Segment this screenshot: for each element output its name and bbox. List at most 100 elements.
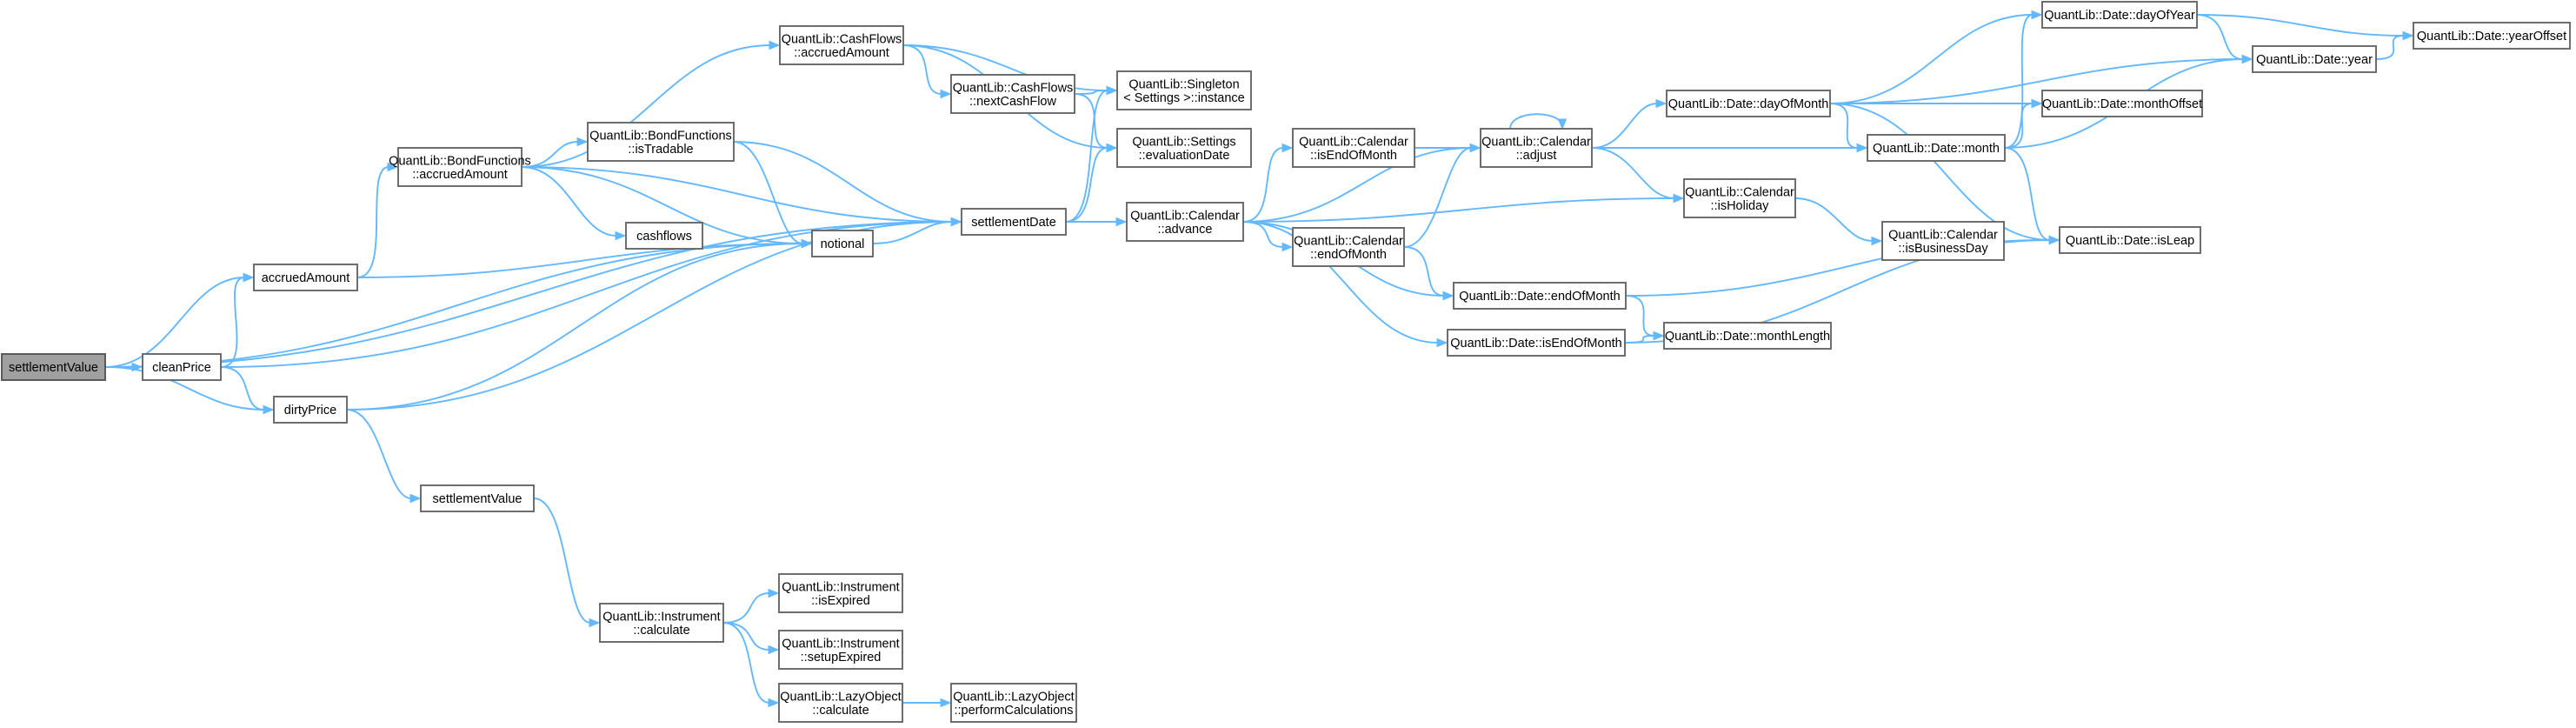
graph-node-calIsEndOfMonth[interactable]: QuantLib::Calendar::isEndOfMonth [1292, 128, 1415, 168]
graph-node-calAdjust[interactable]: QuantLib::Calendar::adjust [1480, 128, 1593, 168]
graph-edge-instCalculate-instIsExpired [722, 588, 780, 624]
graph-node-dateEndOfMonth[interactable]: QuantLib::Date::endOfMonth [1453, 282, 1627, 310]
graph-edge-root-accruedAmount [104, 272, 255, 368]
graph-node-box [1116, 128, 1252, 168]
graph-node-label: QuantLib::Date::year [2256, 53, 2373, 67]
edge-path [1074, 90, 1108, 95]
graph-node-label: QuantLib::Settings [1132, 135, 1235, 149]
graph-edge-lazyCalculate-lazyPerform [902, 698, 952, 708]
edge-arrowhead [1653, 331, 1665, 341]
graph-node-calEndOfMonth[interactable]: QuantLib::Calendar::endOfMonth [1292, 227, 1405, 267]
edge-arrowhead [409, 493, 422, 504]
graph-node-accruedAmount[interactable]: accruedAmount [253, 264, 358, 291]
graph-node-box [961, 208, 1067, 236]
graph-node-dateIsEndOfMonth[interactable]: QuantLib::Date::isEndOfMonth [1447, 329, 1626, 357]
edge-arrowhead [2048, 235, 2060, 245]
edge-path [1829, 58, 2244, 104]
graph-node-lazyCalculate[interactable]: QuantLib::LazyObject::calculate [778, 683, 903, 723]
graph-node-calIsBusinessDay[interactable]: QuantLib::Calendar::isBusinessDay [1881, 221, 2005, 261]
graph-node-label: QuantLib::Calendar [1130, 209, 1240, 223]
graph-node-bondAccrued[interactable]: QuantLib::BondFunctions::accruedAmount [389, 147, 531, 187]
graph-edges [104, 10, 2414, 708]
graph-node-instCalculate[interactable]: QuantLib::Instrument::calculate [599, 603, 724, 643]
edge-path [722, 592, 770, 624]
graph-node-dateIsLeap[interactable]: QuantLib::Date::isLeap [2059, 226, 2201, 254]
graph-node-settlementDate[interactable]: settlementDate [961, 208, 1067, 236]
graph-node-box [1, 353, 106, 381]
graph-node-settlementValue2[interactable]: settlementValue [420, 484, 535, 512]
graph-node-box [1683, 178, 1796, 218]
graph-edge-cleanPrice-dirtyPrice [220, 366, 275, 415]
graph-node-box [1867, 134, 2006, 162]
edge-arrowhead [1106, 85, 1118, 96]
graph-edge-isTradable-notional [733, 141, 813, 249]
graph-node-singleton[interactable]: QuantLib::Singleton< Settings >::instanc… [1116, 70, 1252, 110]
graph-node-cfAccrued[interactable]: QuantLib::CashFlows::accruedAmount [779, 25, 904, 65]
edge-arrowhead [940, 698, 952, 708]
graph-node-box [1480, 128, 1593, 168]
graph-node-box [1881, 221, 2005, 261]
graph-edge-dirtyPrice-settlementValue2 [346, 409, 422, 504]
graph-node-box [2252, 45, 2377, 73]
edge-path [1242, 147, 1472, 223]
edge-arrowhead [615, 230, 627, 241]
graph-edge-settlementDate-evalDate [1065, 143, 1118, 223]
edge-arrowhead [1655, 98, 1667, 109]
graph-node-cashflows[interactable]: cashflows [625, 222, 703, 250]
graph-edge-bondAccrued-cashflows [521, 166, 627, 241]
edge-arrowhead [768, 645, 780, 655]
graph-node-box [2059, 226, 2201, 254]
edge-path [220, 277, 245, 368]
graph-node-dateDayOfMonth[interactable]: QuantLib::Date::dayOfMonth [1666, 90, 1831, 117]
graph-node-label: ::evaluationDate [1139, 149, 1230, 163]
edge-path [902, 44, 1108, 91]
edge-arrowhead [1871, 236, 1883, 246]
edge-arrowhead [1856, 143, 1868, 153]
graph-node-dirtyPrice[interactable]: dirtyPrice [273, 396, 348, 424]
edge-arrowhead [2031, 10, 2043, 20]
graph-node-label: ::isBusinessDay [1898, 242, 1988, 256]
graph-node-lazyPerform[interactable]: QuantLib::LazyObject::performCalculation… [950, 683, 1077, 723]
graph-node-label: ::adjust [1516, 149, 1557, 163]
graph-node-label: QuantLib::Singleton [1128, 77, 1239, 91]
graph-edge-calAdvance-dateIsEndOfMonth [1242, 221, 1448, 348]
edge-path [104, 277, 245, 368]
graph-node-cleanPrice[interactable]: cleanPrice [142, 353, 222, 381]
graph-node-instIsExpired[interactable]: QuantLib::Instrument::isExpired [778, 573, 903, 613]
edge-arrowhead [1673, 193, 1685, 204]
graph-edge-calAdjust-calIsHoliday [1591, 147, 1685, 204]
graph-node-dateDayOfYear[interactable]: QuantLib::Date::dayOfYear [2041, 1, 2198, 29]
graph-node-dateMonthOffset[interactable]: QuantLib::Date::monthOffset [2041, 90, 2203, 117]
graph-node-label: QuantLib::Date::month [1873, 142, 2000, 156]
edge-arrowhead [576, 137, 589, 147]
graph-node-calAdvance[interactable]: QuantLib::Calendar::advance [1126, 202, 1244, 242]
graph-node-label: QuantLib::Date::dayOfYear [2044, 9, 2195, 23]
edge-path [1065, 90, 1108, 223]
graph-node-label: QuantLib::Date::isEndOfMonth [1450, 337, 1621, 351]
graph-node-root[interactable]: settlementValue [1, 353, 106, 381]
graph-edge-nextCashFlow-evalDate [1074, 93, 1118, 153]
graph-node-dateYear[interactable]: QuantLib::Date::year [2252, 45, 2377, 73]
edge-path [1242, 147, 1284, 223]
edge-arrowhead [1115, 217, 1128, 227]
graph-node-isTradable[interactable]: QuantLib::BondFunctions::isTradable [587, 122, 735, 162]
graph-node-label: ::performCalculations [955, 704, 1074, 718]
graph-node-calIsHoliday[interactable]: QuantLib::Calendar::isHoliday [1683, 178, 1796, 218]
graph-node-label: ::setupExpired [801, 651, 882, 665]
edge-path [1403, 246, 1445, 297]
graph-node-dateMonthLength[interactable]: QuantLib::Date::monthLength [1663, 322, 1832, 350]
graph-edge-settlementDate-singleton [1065, 85, 1118, 223]
graph-node-label: QuantLib::Date::endOfMonth [1459, 290, 1620, 304]
edge-path [104, 366, 265, 411]
graph-node-label: QuantLib::LazyObject [953, 690, 1074, 704]
graph-node-evalDate[interactable]: QuantLib::Settings::evaluationDate [1116, 128, 1252, 168]
graph-node-notional[interactable]: notional [811, 230, 874, 257]
graph-node-label: settlementValue [433, 492, 523, 506]
edge-path [521, 166, 803, 244]
graph-node-dateYearOffset[interactable]: QuantLib::Date::yearOffset [2413, 22, 2571, 50]
graph-node-label: QuantLib::Calendar [1481, 135, 1591, 149]
graph-node-box [950, 74, 1075, 114]
graph-node-instSetupExpired[interactable]: QuantLib::Instrument::setupExpired [778, 630, 903, 670]
graph-node-dateMonth[interactable]: QuantLib::Date::month [1867, 134, 2006, 162]
graph-node-nextCashFlow[interactable]: QuantLib::CashFlows::nextCashFlow [950, 74, 1075, 114]
